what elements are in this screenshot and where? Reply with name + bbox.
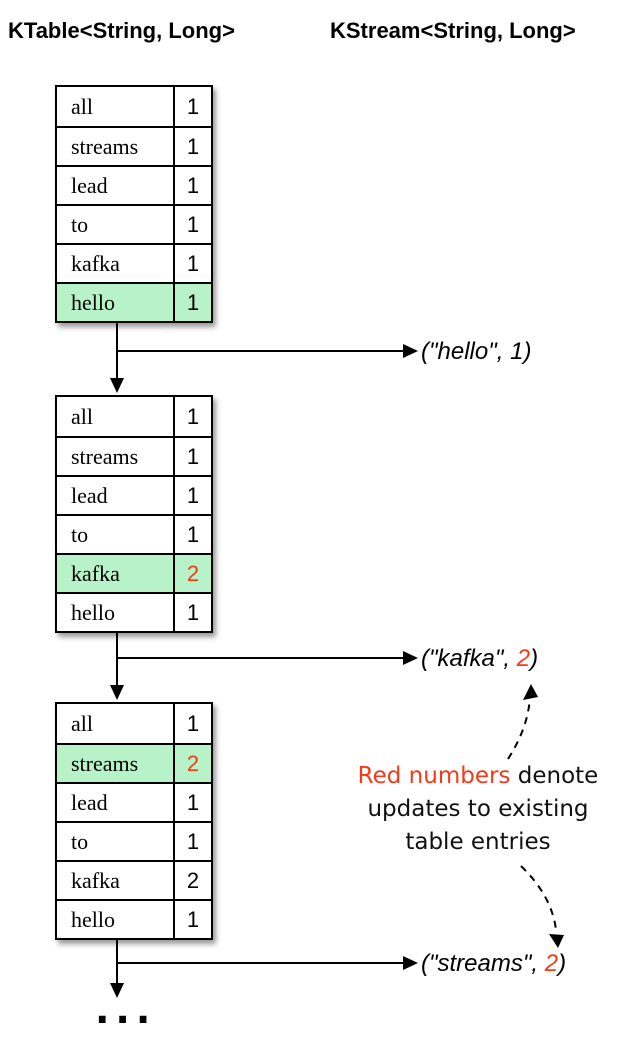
count-value-cell: 1 [173,128,211,165]
count-value-cell: 2 [173,862,211,899]
word-key-cell: all [71,403,93,429]
table-row: lead 1 [57,475,211,514]
stream-record-hello: ("hello", 1) [421,338,531,366]
right-arrowhead-hello [403,344,418,358]
word-key-cell: streams [71,443,139,469]
count-value-cell: 1 [173,784,211,821]
word-key-cell: all [71,93,93,119]
word-key-cell: streams [71,133,139,159]
table-row: to 1 [57,514,211,553]
word-key-cell: streams [71,750,139,776]
word-key-cell: hello [71,599,115,625]
note-text-line3: table entries [405,829,551,855]
dashed-arrow-to-streams-2 [520,865,557,931]
up-arrowhead-kafka-2 [523,684,538,700]
word-key-cell: lead [71,789,108,815]
ktable-state-3: all 1 streams 2 lead 1 to 1 kafka 2 hello 1 [55,702,213,940]
note-red-text: Red numbers [357,763,511,789]
word-key-cell: kafka [71,867,120,893]
note-text-line1: denote [510,763,599,789]
count-value-cell: 2 [173,745,211,782]
table-row: kafka 1 [57,243,211,282]
word-key-cell: lead [71,172,108,198]
count-value-cell: 1 [173,87,211,126]
table-row: streams 1 [57,436,211,475]
tuple-text: ("hello", [421,338,511,365]
tuple-value: 2 [544,950,559,977]
down-arrowhead-streams-2 [549,934,564,948]
right-arrowhead-kafka [403,651,418,665]
table-row: hello 1 [57,899,211,938]
tuple-value: 2 [516,645,531,672]
table-row: streams 1 [57,126,211,165]
count-value-cell: 1 [173,516,211,553]
right-arrowhead-streams [403,956,418,970]
table-row: streams 2 [57,743,211,782]
word-key-cell: to [71,211,89,237]
word-key-cell: all [71,710,93,736]
count-value-cell: 1 [173,901,211,938]
count-value-cell: 1 [173,823,211,860]
count-value-cell: 2 [173,555,211,592]
count-value-cell: 1 [173,245,211,282]
word-key-cell: hello [71,906,115,932]
count-value-cell: 1 [173,206,211,243]
table-row: lead 1 [57,782,211,821]
note-text-line2: updates to existing [367,796,589,822]
word-key-cell: lead [71,482,108,508]
word-key-cell: to [71,521,89,547]
ktable-state-1: all 1 streams 1 lead 1 to 1 kafka 1 hello 1 [55,85,213,323]
tuple-close: ) [530,645,539,672]
count-value-cell: 1 [173,594,211,631]
stream-record-streams: ("streams", 2) [421,950,566,978]
continuation-ellipsis: ... [95,988,157,1032]
dashed-arrow-to-kafka-2 [507,696,531,760]
word-key-cell: kafka [71,560,120,586]
down-arrowhead-1 [110,378,124,393]
tuple-text: ("streams", [421,950,545,977]
word-key-cell: kafka [71,250,120,276]
table-row: to 1 [57,204,211,243]
table-row: hello 1 [57,592,211,631]
table-row: hello 1 [57,282,211,321]
table-row: all 1 [57,87,211,126]
word-key-cell: to [71,828,89,854]
count-value-cell: 1 [173,477,211,514]
count-value-cell: 1 [173,167,211,204]
down-arrowhead-2 [110,685,124,700]
count-value-cell: 1 [173,284,211,321]
table-row: all 1 [57,704,211,743]
tuple-value: 1 [510,338,524,365]
count-value-cell: 1 [173,397,211,436]
red-numbers-note: Red numbers denote updates to existing t… [330,760,626,859]
count-value-cell: 1 [173,438,211,475]
table-row: kafka 2 [57,860,211,899]
count-value-cell: 1 [173,704,211,743]
ktable-column-title: KTable<String, Long> [8,18,235,43]
tuple-close: ) [523,338,532,365]
word-key-cell: hello [71,289,115,315]
table-row: all 1 [57,397,211,436]
ktable-state-2: all 1 streams 1 lead 1 to 1 kafka 2 hello 1 [55,395,213,633]
tuple-close: ) [558,950,567,977]
stream-record-kafka: ("kafka", 2) [421,645,538,673]
tuple-text: ("kafka", [421,645,517,672]
table-row: kafka 2 [57,553,211,592]
table-row: to 1 [57,821,211,860]
kstream-column-title: KStream<String, Long> [330,18,576,43]
table-row: lead 1 [57,165,211,204]
